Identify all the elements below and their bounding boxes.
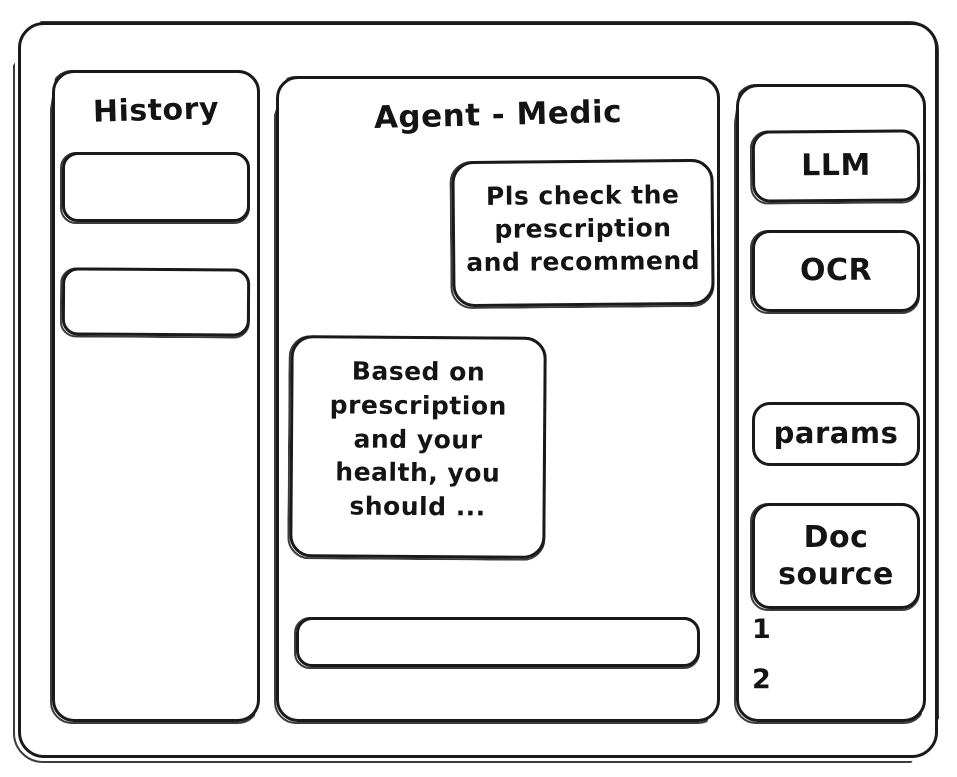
tool-button-llm-label: LLM	[801, 147, 871, 184]
doc-source-ref-1[interactable]: 1	[752, 614, 771, 645]
history-list-item[interactable]	[62, 152, 250, 222]
tool-button-params-label: params	[773, 416, 899, 451]
tool-button-ocr[interactable]: OCR	[752, 230, 920, 312]
tool-button-params[interactable]: params	[752, 402, 920, 466]
history-list-item[interactable]	[61, 267, 251, 337]
chat-message-user-text: Pls check the prescription and recommend	[466, 180, 701, 278]
tool-button-doc-source[interactable]: Doc source	[752, 503, 920, 609]
tool-button-doc-source-label: Doc source	[778, 519, 894, 592]
doc-source-ref-2[interactable]: 2	[752, 664, 771, 695]
chat-message-agent: Based on prescription and your health, y…	[289, 335, 547, 559]
chat-message-agent-text: Based on prescription and your health, y…	[329, 356, 507, 522]
chat-input-field[interactable]	[296, 617, 700, 667]
tool-button-llm[interactable]: LLM	[751, 129, 921, 203]
history-panel-title: History	[92, 91, 220, 130]
tool-button-ocr-label: OCR	[799, 252, 873, 288]
chat-message-user: Pls check the prescription and recommend	[451, 158, 715, 308]
